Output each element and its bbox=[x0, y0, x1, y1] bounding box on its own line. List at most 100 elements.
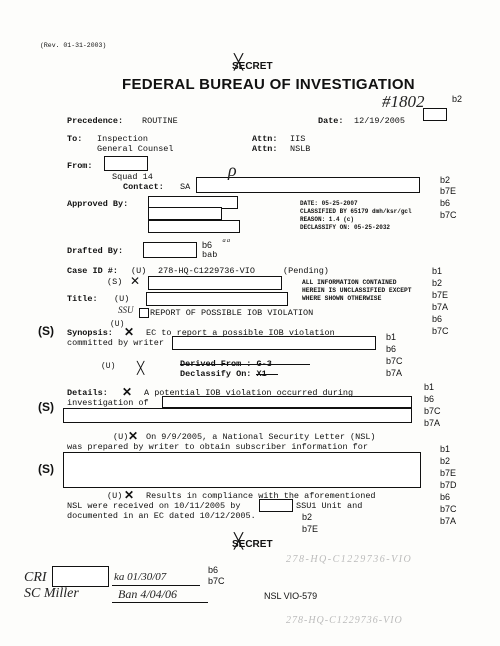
case-id-s-marker: (S) bbox=[107, 277, 123, 287]
exemption-details-2: b6 bbox=[424, 394, 435, 404]
redaction-box bbox=[423, 108, 447, 121]
declassify-on: Declassify On: X1 bbox=[180, 369, 267, 379]
synopsis-text: EC to report a possible IOB violation bbox=[146, 328, 335, 338]
stamp-line-3: WHERE SHOWN OTHERWISE bbox=[302, 295, 382, 302]
to-line-2: General Counsel bbox=[97, 144, 174, 154]
exemption-nsl-4: b7D bbox=[440, 480, 457, 490]
nsl-text-2: was prepared by writer to obtain subscri… bbox=[67, 442, 368, 452]
exemption-nsl-2: b2 bbox=[440, 456, 451, 466]
precedence-label: Precedence: bbox=[67, 116, 124, 126]
attn-line-2: NSLB bbox=[290, 144, 311, 154]
redaction-box bbox=[148, 276, 282, 290]
redaction-box bbox=[63, 452, 421, 488]
signature-2: SC Miller bbox=[24, 586, 79, 601]
strike-line bbox=[180, 364, 310, 365]
margin-s-marker: (S) bbox=[38, 400, 54, 414]
initials-2: Ban 4/04/06 bbox=[118, 587, 177, 601]
results-text: Results in compliance with the aforement… bbox=[146, 491, 376, 501]
strike-mark: ╳ bbox=[137, 361, 145, 375]
margin-s-marker: (S) bbox=[38, 462, 54, 476]
strike-x: ✕ bbox=[122, 385, 133, 399]
exemption-contact-4: b7C bbox=[440, 210, 457, 220]
redaction-box bbox=[146, 292, 288, 306]
details-label: Details: bbox=[67, 388, 108, 398]
redaction-box bbox=[143, 242, 197, 258]
exemption-synopsis-1: b1 bbox=[386, 332, 397, 342]
case-id-value: 278-HQ-C1229736-VIO bbox=[158, 266, 255, 276]
exemption-details-4: b7A bbox=[424, 418, 441, 428]
nsl-text: On 9/9/2005, a National Security Letter … bbox=[146, 432, 376, 442]
exemption-synopsis-3: b7C bbox=[386, 356, 403, 366]
class-date: DATE: 05-25-2007 bbox=[300, 200, 358, 207]
case-id-label: Case ID #: bbox=[67, 266, 119, 276]
stamp-line-1: ALL INFORMATION CONTAINED bbox=[302, 279, 397, 286]
case-id-marker: (U) bbox=[131, 266, 147, 276]
margin-s-marker: (S) bbox=[38, 324, 54, 338]
attn-label-2: Attn: bbox=[252, 144, 278, 154]
attn-label-1: Attn: bbox=[252, 134, 278, 144]
handwritten-mark: ᵃᵃ bbox=[222, 236, 231, 248]
approved-label: Approved By: bbox=[67, 199, 129, 209]
exemption-nsl-1: b1 bbox=[440, 444, 451, 454]
exemption-results-2: b7E bbox=[302, 524, 319, 534]
exemption-nsl-7: b7A bbox=[440, 516, 457, 526]
redaction-box bbox=[148, 207, 222, 220]
drafted-label: Drafted By: bbox=[67, 246, 124, 256]
redaction-box bbox=[162, 396, 412, 408]
results-text-2b: SSU1 Unit and bbox=[296, 501, 363, 511]
strike-x: ✕ bbox=[128, 429, 139, 443]
exemption-results-1: b2 bbox=[302, 512, 313, 522]
date-label: Date: bbox=[318, 116, 344, 126]
exemption-contact-1: b2 bbox=[440, 175, 451, 185]
redaction-box bbox=[63, 408, 412, 423]
exemption-nsl-5: b6 bbox=[440, 492, 451, 502]
from-label: From: bbox=[67, 161, 93, 171]
exemption-nsl-6: b7C bbox=[440, 504, 457, 514]
strike-mark: ╳ bbox=[234, 54, 244, 71]
underline bbox=[112, 602, 208, 603]
title-label: Title: bbox=[67, 294, 98, 304]
class-declassify: DECLASSIFY ON: 05-25-2032 bbox=[300, 224, 391, 231]
initials-1: ka 01/30/07 bbox=[114, 571, 167, 583]
scrawl-1: 278-HQ-C1229736-VIO bbox=[286, 554, 413, 565]
stamp-line-2: HEREIN IS UNCLASSIFIED EXCEPT bbox=[302, 287, 412, 294]
redaction-box bbox=[104, 156, 148, 171]
contact-value: SA bbox=[180, 182, 191, 192]
synopsis-u-marker: (U) bbox=[110, 320, 125, 329]
redaction-box bbox=[148, 220, 240, 233]
exemption-top: b2 bbox=[452, 94, 463, 104]
redaction-box bbox=[196, 177, 420, 193]
exemption-footer-2: b7C bbox=[208, 576, 225, 586]
exemption-details-1: b1 bbox=[424, 382, 435, 392]
case-id-pending: (Pending) bbox=[283, 266, 329, 276]
class-reason: REASON: 1.4 (c) bbox=[300, 216, 355, 223]
results-marker: (U) bbox=[107, 491, 123, 501]
strike-x: ✕ bbox=[124, 325, 135, 339]
revision-note: (Rev. 01-31-2003) bbox=[40, 42, 107, 49]
exemption-drafted: b6 bbox=[202, 240, 213, 250]
agency-title: FEDERAL BUREAU OF INVESTIGATION bbox=[122, 76, 415, 93]
redaction-box bbox=[172, 336, 376, 350]
details-text-2: investigation of bbox=[67, 398, 149, 408]
drafted-suffix: bab bbox=[202, 250, 218, 260]
exemption-stamp-5: b6 bbox=[432, 314, 443, 324]
exemption-footer-1: b6 bbox=[208, 565, 219, 575]
strike-mark: ╳ bbox=[234, 533, 244, 550]
serial-number: #1802 bbox=[382, 92, 425, 111]
top-classification: SECRET bbox=[232, 61, 273, 72]
redaction-box bbox=[139, 308, 149, 318]
nsl-marker: (U) bbox=[113, 432, 129, 442]
exemption-stamp-2: b2 bbox=[432, 278, 443, 288]
title-sub: SSU bbox=[118, 305, 134, 315]
exemption-synopsis-4: b7A bbox=[386, 368, 403, 378]
details-text: A potential IOB violation occurred durin… bbox=[144, 388, 354, 398]
signature-1: CRI bbox=[24, 570, 47, 585]
derived-u-marker: (U) bbox=[101, 362, 116, 371]
strike-line bbox=[256, 374, 278, 375]
strike-x: ✕ bbox=[124, 488, 135, 502]
handwritten-mark: ρ bbox=[228, 160, 237, 180]
precedence-value: ROUTINE bbox=[142, 116, 178, 126]
results-text-2: NSL were received on 10/11/2005 by bbox=[67, 501, 241, 511]
bottom-classification: SECRET bbox=[232, 539, 273, 550]
date-value: 12/19/2005 bbox=[354, 116, 406, 126]
